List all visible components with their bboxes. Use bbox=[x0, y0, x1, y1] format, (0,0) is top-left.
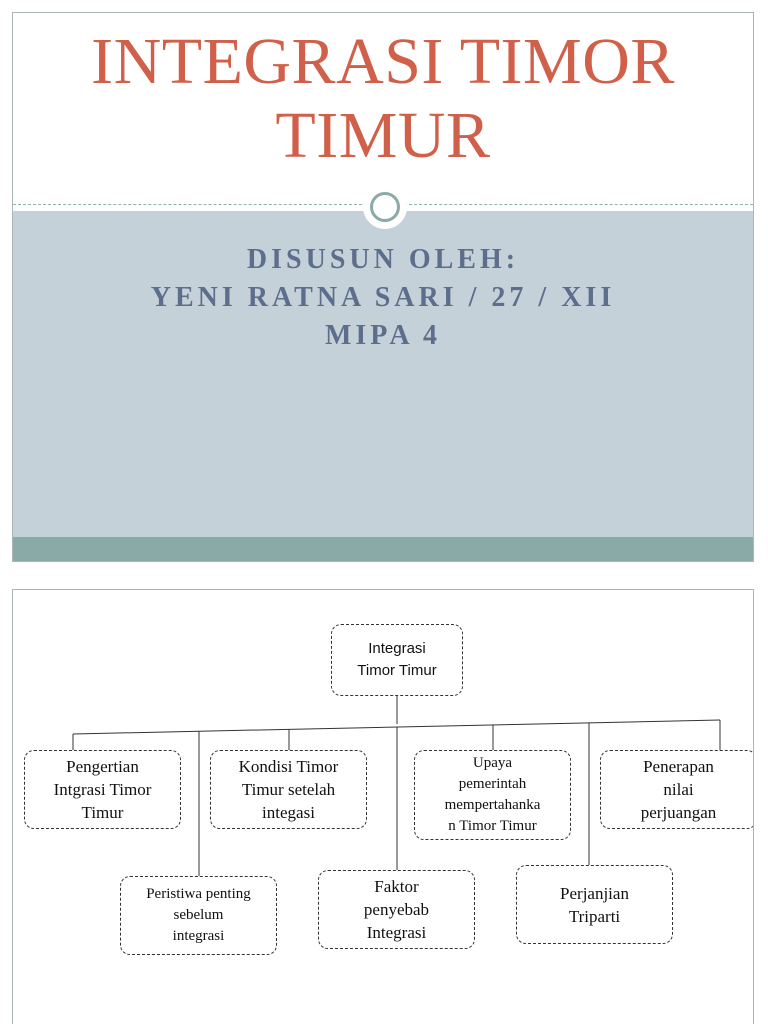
node-peristiwa: Peristiwa penting sebelum integrasi bbox=[120, 876, 277, 955]
node-pengertian: Pengertian Intgrasi Timor Timur bbox=[24, 750, 181, 829]
title-slide: INTEGRASI TIMOR TIMUR DISUSUN OLEH: YENI… bbox=[12, 12, 754, 562]
subtitle-line-3: MIPA 4 bbox=[324, 320, 442, 351]
subtitle-line-1: DISUSUN OLEH: bbox=[246, 244, 520, 275]
circle-ornament-icon bbox=[363, 185, 407, 229]
node-kondisi: Kondisi Timor Timur setelah integasi bbox=[210, 750, 367, 829]
concept-map-slide: Integrasi Timor Timur Pengertian Intgras… bbox=[12, 589, 754, 1024]
slide-title: INTEGRASI TIMOR TIMUR bbox=[91, 25, 675, 172]
subtitle-line-2: YENI RATNA SARI / 27 / XII bbox=[150, 282, 616, 313]
slide-subtitle: DISUSUN OLEH: YENI RATNA SARI / 27 / XII… bbox=[13, 241, 753, 355]
node-root: Integrasi Timor Timur bbox=[331, 624, 463, 696]
bottom-band bbox=[13, 537, 753, 561]
ornament-ring bbox=[370, 192, 400, 222]
node-penerapan: Penerapan nilai perjuangan bbox=[600, 750, 753, 829]
node-upaya: Upaya pemerintah mempertahanka n Timor T… bbox=[414, 750, 571, 840]
node-perjanjian: Perjanjian Triparti bbox=[516, 865, 673, 944]
node-faktor: Faktor penyebab Integrasi bbox=[318, 870, 475, 949]
connector-lines bbox=[72, 696, 721, 876]
title-area: INTEGRASI TIMOR TIMUR bbox=[13, 13, 753, 205]
subtitle-area: DISUSUN OLEH: YENI RATNA SARI / 27 / XII… bbox=[13, 211, 753, 537]
